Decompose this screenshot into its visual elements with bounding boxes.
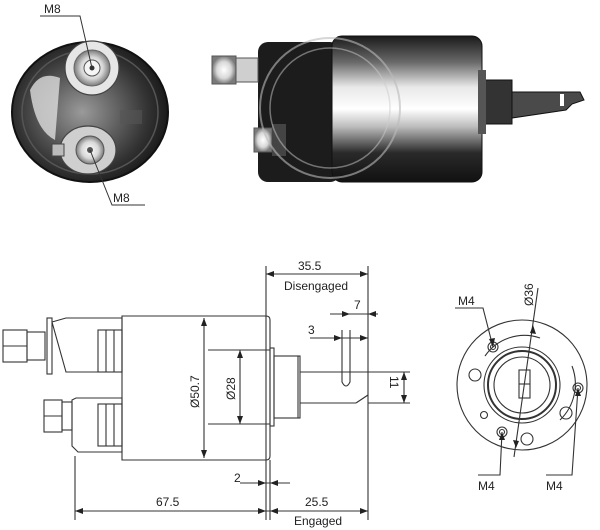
- side-view-photo: [211, 35, 585, 183]
- end-drawing: [455, 287, 588, 476]
- side-drawing-arrows: [75, 271, 407, 514]
- dim-engaged-label: Engaged: [294, 514, 342, 528]
- dim-tab-width: 11: [387, 376, 401, 389]
- dim-body-length: 67.5: [156, 495, 180, 509]
- m4-bottom-label: M4: [478, 479, 495, 493]
- dim-slot-offset: 3: [308, 323, 315, 337]
- end-view-photo: M8 M8: [11, 2, 169, 206]
- m8-top-label: M8: [44, 2, 61, 16]
- m8-bottom-label: M8: [113, 191, 130, 205]
- side-top-terminal: [211, 55, 259, 85]
- side-drawing: [2, 266, 410, 520]
- m4-right-label: M4: [546, 479, 563, 493]
- m4-top-left-label: M4: [458, 294, 475, 308]
- end-drawing-arrows: [489, 325, 581, 448]
- bolt-circle-diameter-label: Ø36: [522, 283, 536, 306]
- side-bottom-terminal: [253, 124, 286, 156]
- dim-engaged-length: 25.5: [305, 495, 329, 509]
- dim-flange-diameter: Ø28: [224, 377, 238, 400]
- dim-slot-width: 7: [354, 298, 361, 312]
- dim-body-diameter: Ø50.7: [188, 375, 202, 408]
- dim-disengaged-label: Disengaged: [284, 279, 348, 293]
- dim-gap: 2: [234, 471, 241, 485]
- dim-disengaged-length: 35.5: [298, 259, 322, 273]
